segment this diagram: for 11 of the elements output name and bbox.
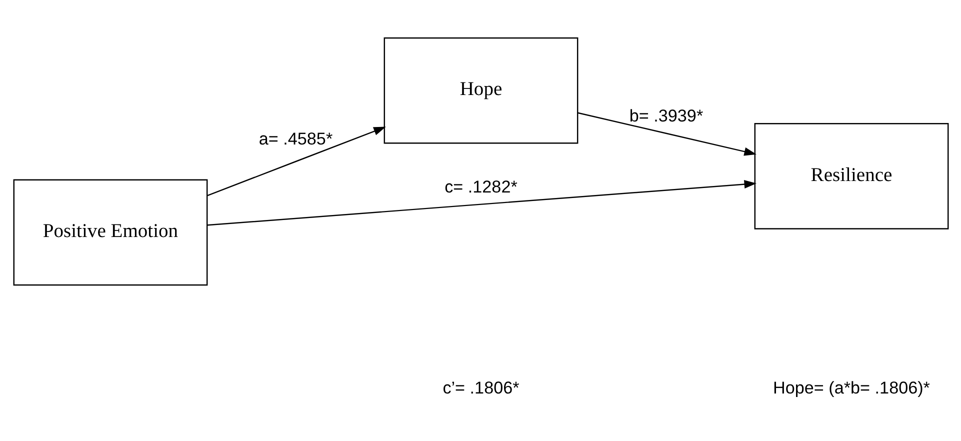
edge-label: b= .3939* bbox=[628, 106, 703, 126]
arrow bbox=[206, 126, 386, 196]
edge-label: a= .4585* bbox=[258, 130, 332, 149]
edge-label: c= .1282* bbox=[444, 177, 517, 196]
node-box: Hope bbox=[383, 37, 578, 144]
arrow bbox=[577, 112, 756, 156]
node-box: Resilience bbox=[754, 122, 948, 230]
label: Hope= (a*b= .1806)* bbox=[772, 378, 930, 398]
arrow bbox=[206, 180, 756, 226]
label: c’= .1806* bbox=[442, 378, 519, 398]
node-box: Positive Emotion bbox=[12, 179, 208, 286]
